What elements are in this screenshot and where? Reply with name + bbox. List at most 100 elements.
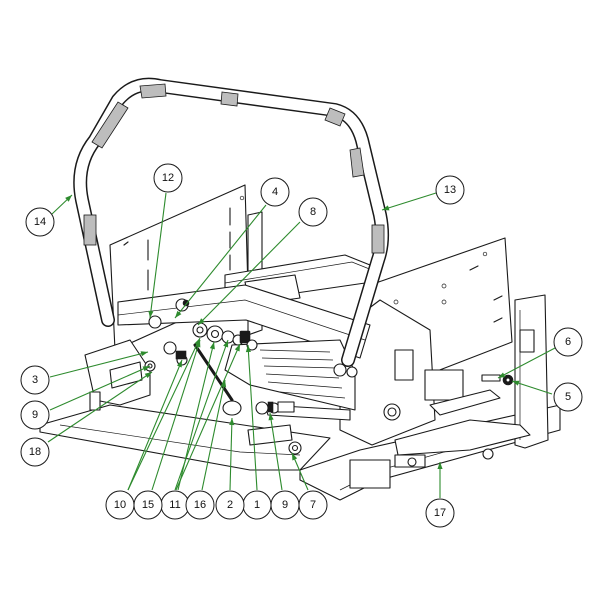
- callout-label: 9: [282, 499, 288, 511]
- leader-line-c15-arrowhead: [195, 340, 201, 348]
- callout-circle: [20, 400, 50, 430]
- leader-line-c16: [201, 379, 226, 491]
- leader-line-c12-arrowhead: [148, 310, 154, 318]
- callout-label: 18: [29, 446, 41, 458]
- callout-circle: [20, 437, 50, 467]
- callout-c7: 7: [298, 490, 328, 520]
- leader-line-extra-0-arrowhead: [223, 340, 229, 348]
- right-fasteners: [481, 374, 514, 386]
- leader-line-c12: [149, 192, 167, 319]
- right-rail: [394, 419, 531, 456]
- callout-circle: [185, 490, 215, 520]
- callout-c11: 11: [160, 490, 190, 520]
- leader-line-c8-arrowhead: [198, 318, 205, 325]
- leader-line-c5: [511, 380, 553, 395]
- leader-line-c3-arrowhead: [140, 351, 148, 357]
- leader-line-c1-arrowhead: [245, 345, 252, 353]
- bushing-stack: [144, 298, 258, 372]
- leader-line-c8: [197, 221, 301, 326]
- callout-c2: 2: [215, 490, 245, 520]
- callout-label: 7: [310, 499, 316, 511]
- callout-label: 11: [169, 499, 180, 511]
- callout-circle: [260, 177, 290, 207]
- leader-line-c3: [49, 351, 149, 378]
- leader-line-c14-arrowhead: [65, 195, 72, 202]
- callout-label: 5: [565, 391, 571, 403]
- assembly-drawing: [39, 77, 561, 501]
- leader-line-c15: [151, 339, 201, 491]
- left-mounting-plate: [109, 184, 249, 351]
- callout-label: 13: [444, 184, 456, 196]
- callout-label: 12: [162, 172, 174, 184]
- leader-line-c7-arrowhead: [292, 453, 298, 461]
- callout-c15: 15: [133, 490, 163, 520]
- callout-label: 1: [254, 499, 260, 511]
- leader-line-c9a-arrowhead: [142, 366, 150, 372]
- callout-label: 10: [114, 499, 126, 511]
- callout-label: 2: [227, 499, 233, 511]
- callout-c4: 4: [260, 177, 290, 207]
- leader-line-extra-2-arrowhead: [176, 360, 182, 368]
- callout-circle: [153, 163, 183, 193]
- leader-line-c9b-arrowhead: [268, 413, 274, 421]
- callout-c18: 18: [20, 437, 50, 467]
- callout-c8: 8: [298, 197, 328, 227]
- leader-line-c10: [127, 337, 201, 491]
- callout-c9b: 9: [270, 490, 300, 520]
- callout-c9a: 9: [20, 400, 50, 430]
- callout-circle: [215, 490, 245, 520]
- callout-label: 16: [194, 499, 206, 511]
- leader-line-c9a: [49, 365, 151, 411]
- leader-line-c2-arrowhead: [229, 418, 235, 426]
- leader-line-c4: [174, 204, 267, 319]
- callout-c16: 16: [185, 490, 215, 520]
- leader-line-c18-arrowhead: [144, 372, 152, 379]
- callout-c17: 17: [425, 498, 455, 528]
- callout-label: 6: [565, 336, 571, 348]
- leader-line-c1: [247, 344, 258, 491]
- callout-label: 8: [310, 206, 316, 218]
- callout-circle: [435, 175, 465, 205]
- leader-line-extra-1: [175, 343, 241, 491]
- callout-c14: 14: [25, 207, 55, 237]
- callout-c10: 10: [105, 490, 135, 520]
- leader-line-extra-1-arrowhead: [234, 344, 240, 352]
- leader-line-extra-2: [127, 359, 183, 491]
- leader-line-c2: [229, 417, 233, 491]
- callout-circle: [553, 327, 583, 357]
- leader-line-c17-arrowhead: [437, 462, 443, 469]
- callout-label: 3: [32, 374, 38, 386]
- callout-label: 4: [272, 186, 278, 198]
- callout-c1: 1: [242, 490, 272, 520]
- callout-circle: [270, 490, 300, 520]
- callout-circle: [298, 197, 328, 227]
- callout-label: 17: [434, 507, 446, 519]
- u-handle: [73, 77, 390, 367]
- callout-c13: 13: [435, 175, 465, 205]
- callout-c6: 6: [553, 327, 583, 357]
- leader-line-c13-arrowhead: [382, 205, 390, 211]
- leader-line-c5-arrowhead: [512, 380, 520, 386]
- callout-circle: [20, 365, 50, 395]
- leader-line-c6: [497, 347, 556, 379]
- callout-label: 14: [34, 216, 46, 228]
- leader-line-extra-0: [174, 339, 229, 491]
- linkage-rod: [193, 343, 234, 402]
- leader-line-c4-arrowhead: [175, 310, 182, 318]
- pivot-bar: [247, 424, 293, 446]
- callout-circle: [25, 207, 55, 237]
- callout-label: 9: [32, 409, 38, 421]
- leader-line-c18: [47, 371, 153, 443]
- callout-c5: 5: [553, 382, 583, 412]
- callout-circle: [425, 498, 455, 528]
- leader-line-c9b: [269, 412, 283, 491]
- lower-bolts: [255, 401, 295, 415]
- leader-line-c13: [381, 192, 437, 211]
- leader-line-c11-arrowhead: [209, 342, 215, 350]
- callout-circle: [553, 382, 583, 412]
- callout-label: 15: [142, 499, 154, 511]
- callout-c3: 3: [20, 365, 50, 395]
- leader-lines: [47, 192, 556, 498]
